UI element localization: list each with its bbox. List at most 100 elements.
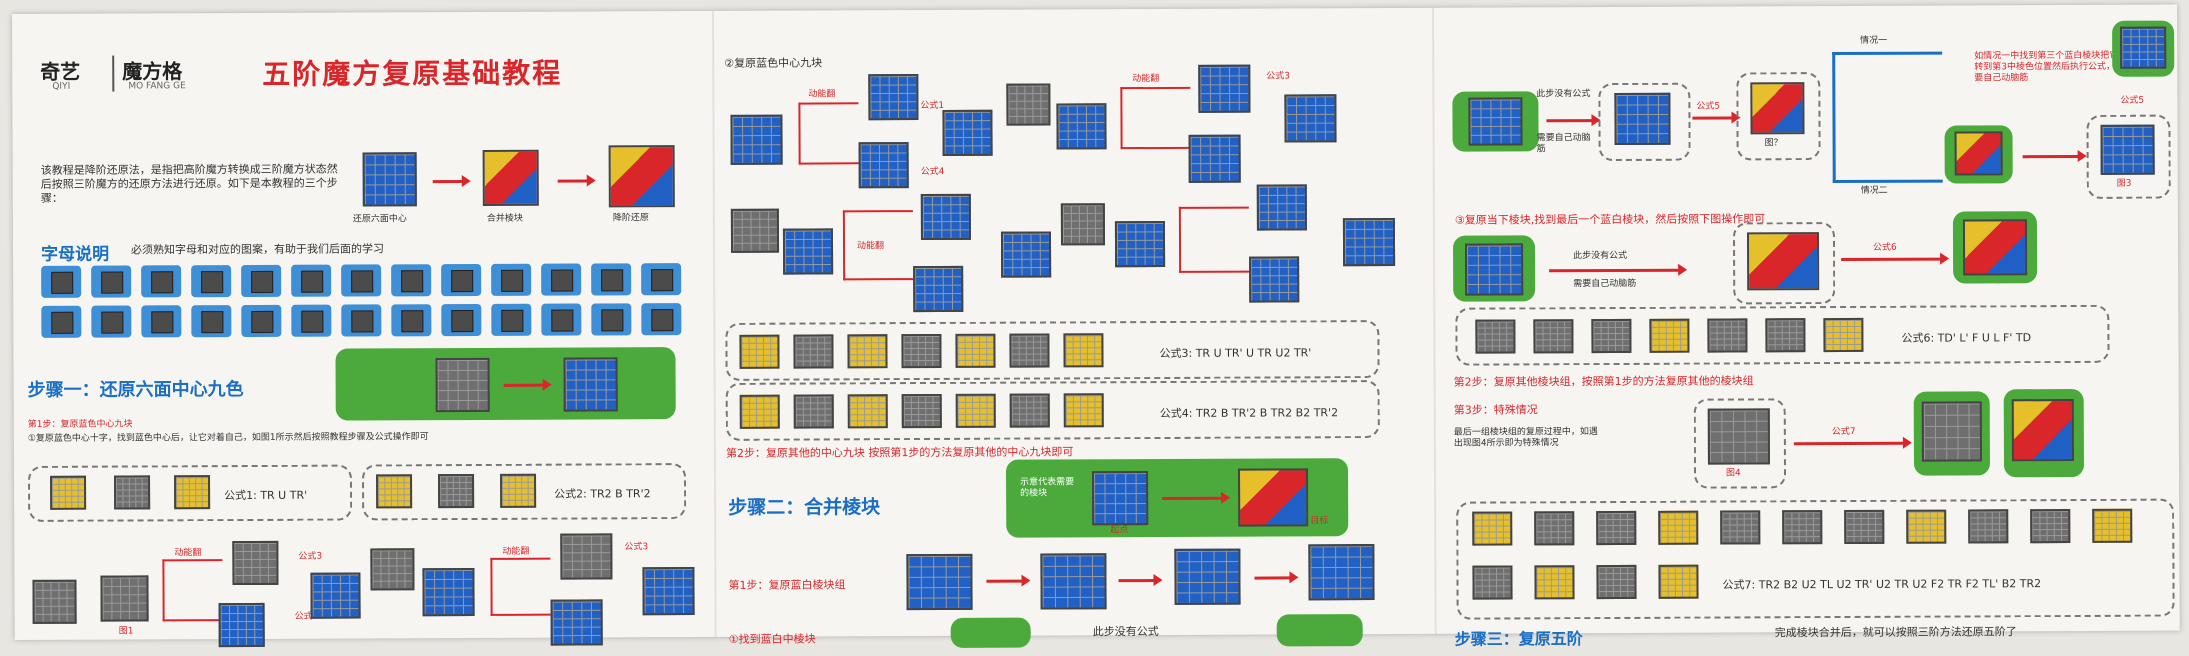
step1-heading: 步骤一：还原六面中心九色 xyxy=(27,378,244,401)
brand-sub: 魔方格 xyxy=(122,59,183,84)
overview-step-3: 降阶还原 xyxy=(612,213,649,224)
letter-tile xyxy=(341,264,382,297)
algo-formula-3: 公式3: TR U TR' U TR U2 TR' xyxy=(1159,346,1312,360)
arrow-icon xyxy=(2022,154,2079,159)
cube-image xyxy=(739,394,780,429)
fold-line xyxy=(1431,7,1437,634)
branch-line-blue xyxy=(1832,52,1836,183)
cube-image xyxy=(218,602,265,648)
cube-image xyxy=(1056,103,1107,150)
cube-image xyxy=(550,599,603,646)
branch-line xyxy=(842,210,846,281)
cube-image xyxy=(1342,217,1396,267)
cube-image xyxy=(232,540,279,586)
cube-image xyxy=(1921,401,1982,462)
algo-formula-7: 公式7: TR2 B2 U2 TL U2 TR' U2 TR U2 F2 TR … xyxy=(1722,577,2042,592)
cube-image xyxy=(1533,319,1574,354)
arrow-icon xyxy=(986,579,1023,583)
green-cube-box xyxy=(950,617,1031,648)
arrow-icon xyxy=(1546,119,1593,123)
cube-image xyxy=(847,394,888,429)
img3-label: 图3 xyxy=(2116,178,2132,189)
cube-image xyxy=(1746,232,1820,291)
cube-image xyxy=(32,579,77,624)
formula3-label: 公式3 xyxy=(298,551,323,562)
cube-image xyxy=(955,333,996,368)
cube-image xyxy=(847,334,888,369)
cube-image xyxy=(1823,317,1864,353)
arrow-icon xyxy=(1692,116,1733,120)
cube-image xyxy=(2100,124,2155,175)
cube-image xyxy=(1009,393,1050,428)
step3-heading: 步骤三：复原五阶 xyxy=(1454,629,1583,649)
cube-image xyxy=(1720,510,1761,545)
cube-image xyxy=(1782,510,1823,545)
cube-image xyxy=(1707,318,1748,353)
overview-step-2: 合并棱块 xyxy=(486,213,523,224)
cube-image xyxy=(1614,92,1671,146)
cube-image xyxy=(1534,565,1575,600)
cube-image xyxy=(1063,393,1104,428)
step1b-sub2: ②复原蓝色中心九块 xyxy=(724,56,823,70)
cube-image xyxy=(1284,94,1337,143)
arrow-icon xyxy=(1549,268,1680,273)
img1-label: 图1 xyxy=(118,626,134,637)
algo-formula-6: 公式6: TD' L' F U L F' TD xyxy=(1901,331,2032,345)
cube-image xyxy=(793,394,834,429)
no-formula-label: 此步没有公式 xyxy=(1536,89,1591,100)
letter-tile xyxy=(191,265,232,298)
cube-image xyxy=(1092,471,1149,526)
need-think-label: 需要自己动脑筋 xyxy=(1573,278,1637,290)
green-cube-box xyxy=(1913,391,1991,476)
right-sub3: ③复原当下棱块,找到最后一个蓝白棱块，然后按照下图操作即可 xyxy=(1454,212,1766,227)
cube-image xyxy=(1188,134,1241,183)
cube-image xyxy=(1060,203,1106,246)
formula-label: 公式7 xyxy=(1831,426,1856,438)
step1b-step2: 第2步：复原其他的中心九块 按照第1步的方法复原其他的中心九块即可 xyxy=(725,445,1074,460)
brand-name: 奇艺 xyxy=(40,59,81,84)
cube-image xyxy=(1198,64,1251,113)
cube-image xyxy=(1658,510,1699,545)
brand-divider xyxy=(112,55,115,92)
cube-image xyxy=(1308,544,1375,601)
step1-banner xyxy=(335,347,676,421)
cube-image xyxy=(793,334,834,369)
cube-image xyxy=(1596,564,1637,600)
arrow-icon xyxy=(432,180,463,184)
cube-image xyxy=(2092,508,2133,543)
formula-label: 公式6 xyxy=(1873,242,1897,253)
cube-image xyxy=(1844,509,1885,545)
cube-image xyxy=(868,74,919,121)
cube-image xyxy=(1063,333,1104,368)
branch-line-blue xyxy=(1832,179,1943,184)
cube-image xyxy=(435,357,490,413)
letter-tile xyxy=(341,304,382,337)
branch-line xyxy=(490,557,493,616)
cube-image xyxy=(362,152,417,207)
cube-image xyxy=(920,193,971,241)
algo-formula-4: 公式4: TR2 B TR'2 B TR2 B2 TR'2 xyxy=(1159,406,1339,420)
formula-1: 公式1: TR U TR' xyxy=(224,488,308,503)
intro-text: 该教程是降阶还原法，是指把高阶魔方转换成三阶魔方状态然后按照三阶魔方的还原方法进… xyxy=(40,162,338,205)
img-label: 图？ xyxy=(1764,138,1783,149)
cube-image xyxy=(1009,333,1050,368)
cube-image xyxy=(782,228,834,275)
formula-2: 公式2: TR2 B TR'2 xyxy=(554,487,651,501)
letter-tile xyxy=(291,304,332,337)
no-formula-label: 此步没有公式 xyxy=(1573,250,1628,262)
step2-note: 示意代表需要的棱块 xyxy=(1020,477,1075,499)
case-1-label: 情况一 xyxy=(1860,35,1888,46)
cube-image xyxy=(1534,511,1575,546)
cube-image xyxy=(100,575,149,622)
letter-tile xyxy=(441,263,482,297)
cube-image xyxy=(1475,319,1516,354)
right-step3-desc: 最后一组棱块组的复原过程中，如遇出现图4所示即为特殊情况 xyxy=(1453,427,1598,449)
cube-image xyxy=(1954,131,2003,176)
cube-image xyxy=(1040,553,1107,610)
branch-line xyxy=(798,102,801,165)
cube-image xyxy=(422,567,475,617)
cube-image xyxy=(1249,256,1300,303)
cube-image xyxy=(482,149,539,206)
cube-image xyxy=(1765,318,1806,353)
branch-line xyxy=(162,619,223,622)
